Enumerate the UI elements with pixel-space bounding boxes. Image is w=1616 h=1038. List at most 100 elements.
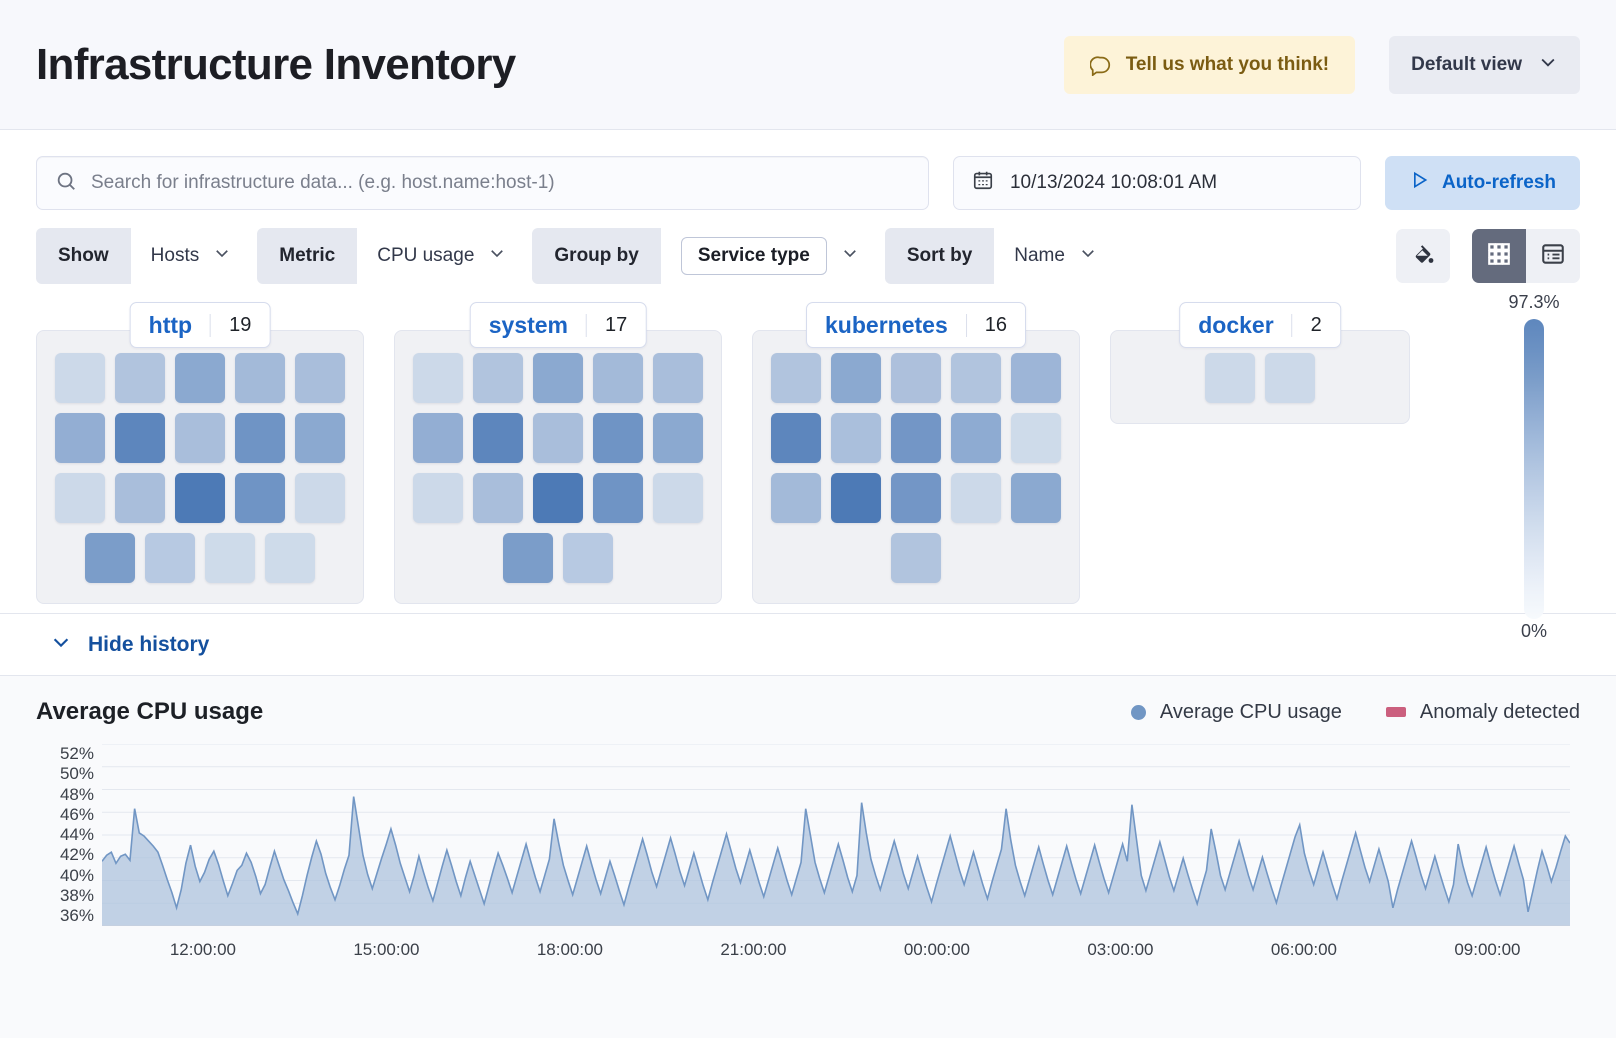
feedback-button[interactable]: Tell us what you think!: [1063, 35, 1356, 94]
chart-header: Average CPU usage Average CPU usage Anom…: [36, 698, 1580, 726]
host-tile[interactable]: [55, 413, 105, 463]
host-tile[interactable]: [1205, 353, 1255, 403]
host-tile[interactable]: [563, 533, 613, 583]
host-tile[interactable]: [473, 473, 523, 523]
tile-grid: [55, 353, 345, 583]
host-tile[interactable]: [145, 533, 195, 583]
host-tile[interactable]: [653, 413, 703, 463]
color-palette-button[interactable]: [1396, 229, 1450, 283]
host-tile[interactable]: [235, 353, 285, 403]
host-tile[interactable]: [265, 533, 315, 583]
hide-history-label: Hide history: [88, 632, 210, 656]
history-chart-panel: Average CPU usage Average CPU usage Anom…: [0, 676, 1616, 1038]
host-tile[interactable]: [115, 413, 165, 463]
host-tile[interactable]: [295, 473, 345, 523]
host-tile[interactable]: [85, 533, 135, 583]
host-tile[interactable]: [891, 473, 941, 523]
legend-gradient: [1524, 319, 1544, 619]
host-tile[interactable]: [593, 413, 643, 463]
legend-item-anomaly-detected[interactable]: Anomaly detected: [1385, 701, 1580, 724]
host-tile[interactable]: [1011, 473, 1061, 523]
host-tile[interactable]: [831, 413, 881, 463]
chevron-down-icon: [1538, 52, 1558, 78]
filter-show-label: Show: [36, 228, 131, 284]
host-tile[interactable]: [771, 353, 821, 403]
host-tile[interactable]: [503, 533, 553, 583]
host-tile[interactable]: [115, 353, 165, 403]
table-view-icon: [1540, 241, 1566, 272]
host-tile[interactable]: [235, 413, 285, 463]
host-tile[interactable]: [951, 353, 1001, 403]
legend-marker-square: [1385, 707, 1406, 717]
host-tile[interactable]: [891, 413, 941, 463]
host-tile[interactable]: [413, 353, 463, 403]
host-tile[interactable]: [653, 473, 703, 523]
chart-y-axis: 52%50%48%46%44%42%40%38%36%: [36, 744, 94, 926]
default-view-button[interactable]: Default view: [1389, 35, 1580, 94]
x-tick-label: 15:00:00: [353, 940, 420, 959]
host-tile[interactable]: [831, 473, 881, 523]
host-tile[interactable]: [1011, 413, 1061, 463]
host-tile[interactable]: [473, 413, 523, 463]
host-tile[interactable]: [115, 473, 165, 523]
host-tile[interactable]: [55, 473, 105, 523]
grid-view-toggle[interactable]: [1472, 229, 1526, 283]
host-tile[interactable]: [533, 353, 583, 403]
host-tile[interactable]: [295, 353, 345, 403]
host-tile[interactable]: [831, 353, 881, 403]
legend-min-value: 0%: [1520, 621, 1547, 641]
host-tile[interactable]: [295, 413, 345, 463]
host-tile[interactable]: [55, 353, 105, 403]
host-tile[interactable]: [653, 353, 703, 403]
chart-title: Average CPU usage: [36, 698, 264, 725]
area-chart-svg: [102, 743, 1570, 927]
auto-refresh-button[interactable]: Auto-refresh: [1384, 156, 1580, 210]
tile-row: [85, 533, 315, 583]
y-tick-label: 36%: [59, 906, 94, 925]
host-tile[interactable]: [951, 473, 1001, 523]
host-tile[interactable]: [205, 533, 255, 583]
host-tile[interactable]: [175, 473, 225, 523]
host-tile[interactable]: [593, 353, 643, 403]
group-count: 17: [586, 313, 645, 337]
host-tile[interactable]: [951, 413, 1001, 463]
tile-row: [55, 413, 345, 463]
host-tile[interactable]: [771, 413, 821, 463]
host-tile[interactable]: [771, 473, 821, 523]
tile-row: [771, 353, 1061, 403]
host-tile[interactable]: [413, 413, 463, 463]
host-tile[interactable]: [891, 533, 941, 583]
x-tick-label: 12:00:00: [169, 940, 237, 959]
host-tile[interactable]: [1265, 353, 1315, 403]
host-tile[interactable]: [533, 413, 583, 463]
host-tile[interactable]: [891, 353, 941, 403]
filter-metric-select[interactable]: CPU usage: [357, 228, 527, 284]
legend-item-average-cpu-usage[interactable]: Average CPU usage: [1130, 701, 1342, 724]
host-tile[interactable]: [413, 473, 463, 523]
series-area: [102, 796, 1570, 926]
legend-max-value: 97.3%: [1508, 292, 1560, 312]
host-tile[interactable]: [235, 473, 285, 523]
hide-history-toggle[interactable]: Hide history: [0, 614, 1616, 676]
host-tile[interactable]: [473, 353, 523, 403]
tile-row: [55, 473, 345, 523]
search-input[interactable]: Search for infrastructure data... (e.g. …: [36, 156, 929, 210]
host-tile[interactable]: [175, 353, 225, 403]
filter-group-by-select[interactable]: Service type: [660, 228, 879, 284]
x-tick-label: 06:00:00: [1270, 940, 1338, 959]
host-tile[interactable]: [1011, 353, 1061, 403]
y-tick-label: 44%: [59, 825, 94, 844]
host-tile[interactable]: [175, 413, 225, 463]
filter-sort-by-select[interactable]: Name: [994, 228, 1117, 284]
host-tile[interactable]: [593, 473, 643, 523]
host-tile[interactable]: [533, 473, 583, 523]
date-range-input[interactable]: 10/13/2024 10:08:01 AM: [952, 156, 1361, 210]
filter-show-select[interactable]: Hosts: [130, 228, 252, 284]
table-view-toggle[interactable]: [1526, 229, 1580, 283]
